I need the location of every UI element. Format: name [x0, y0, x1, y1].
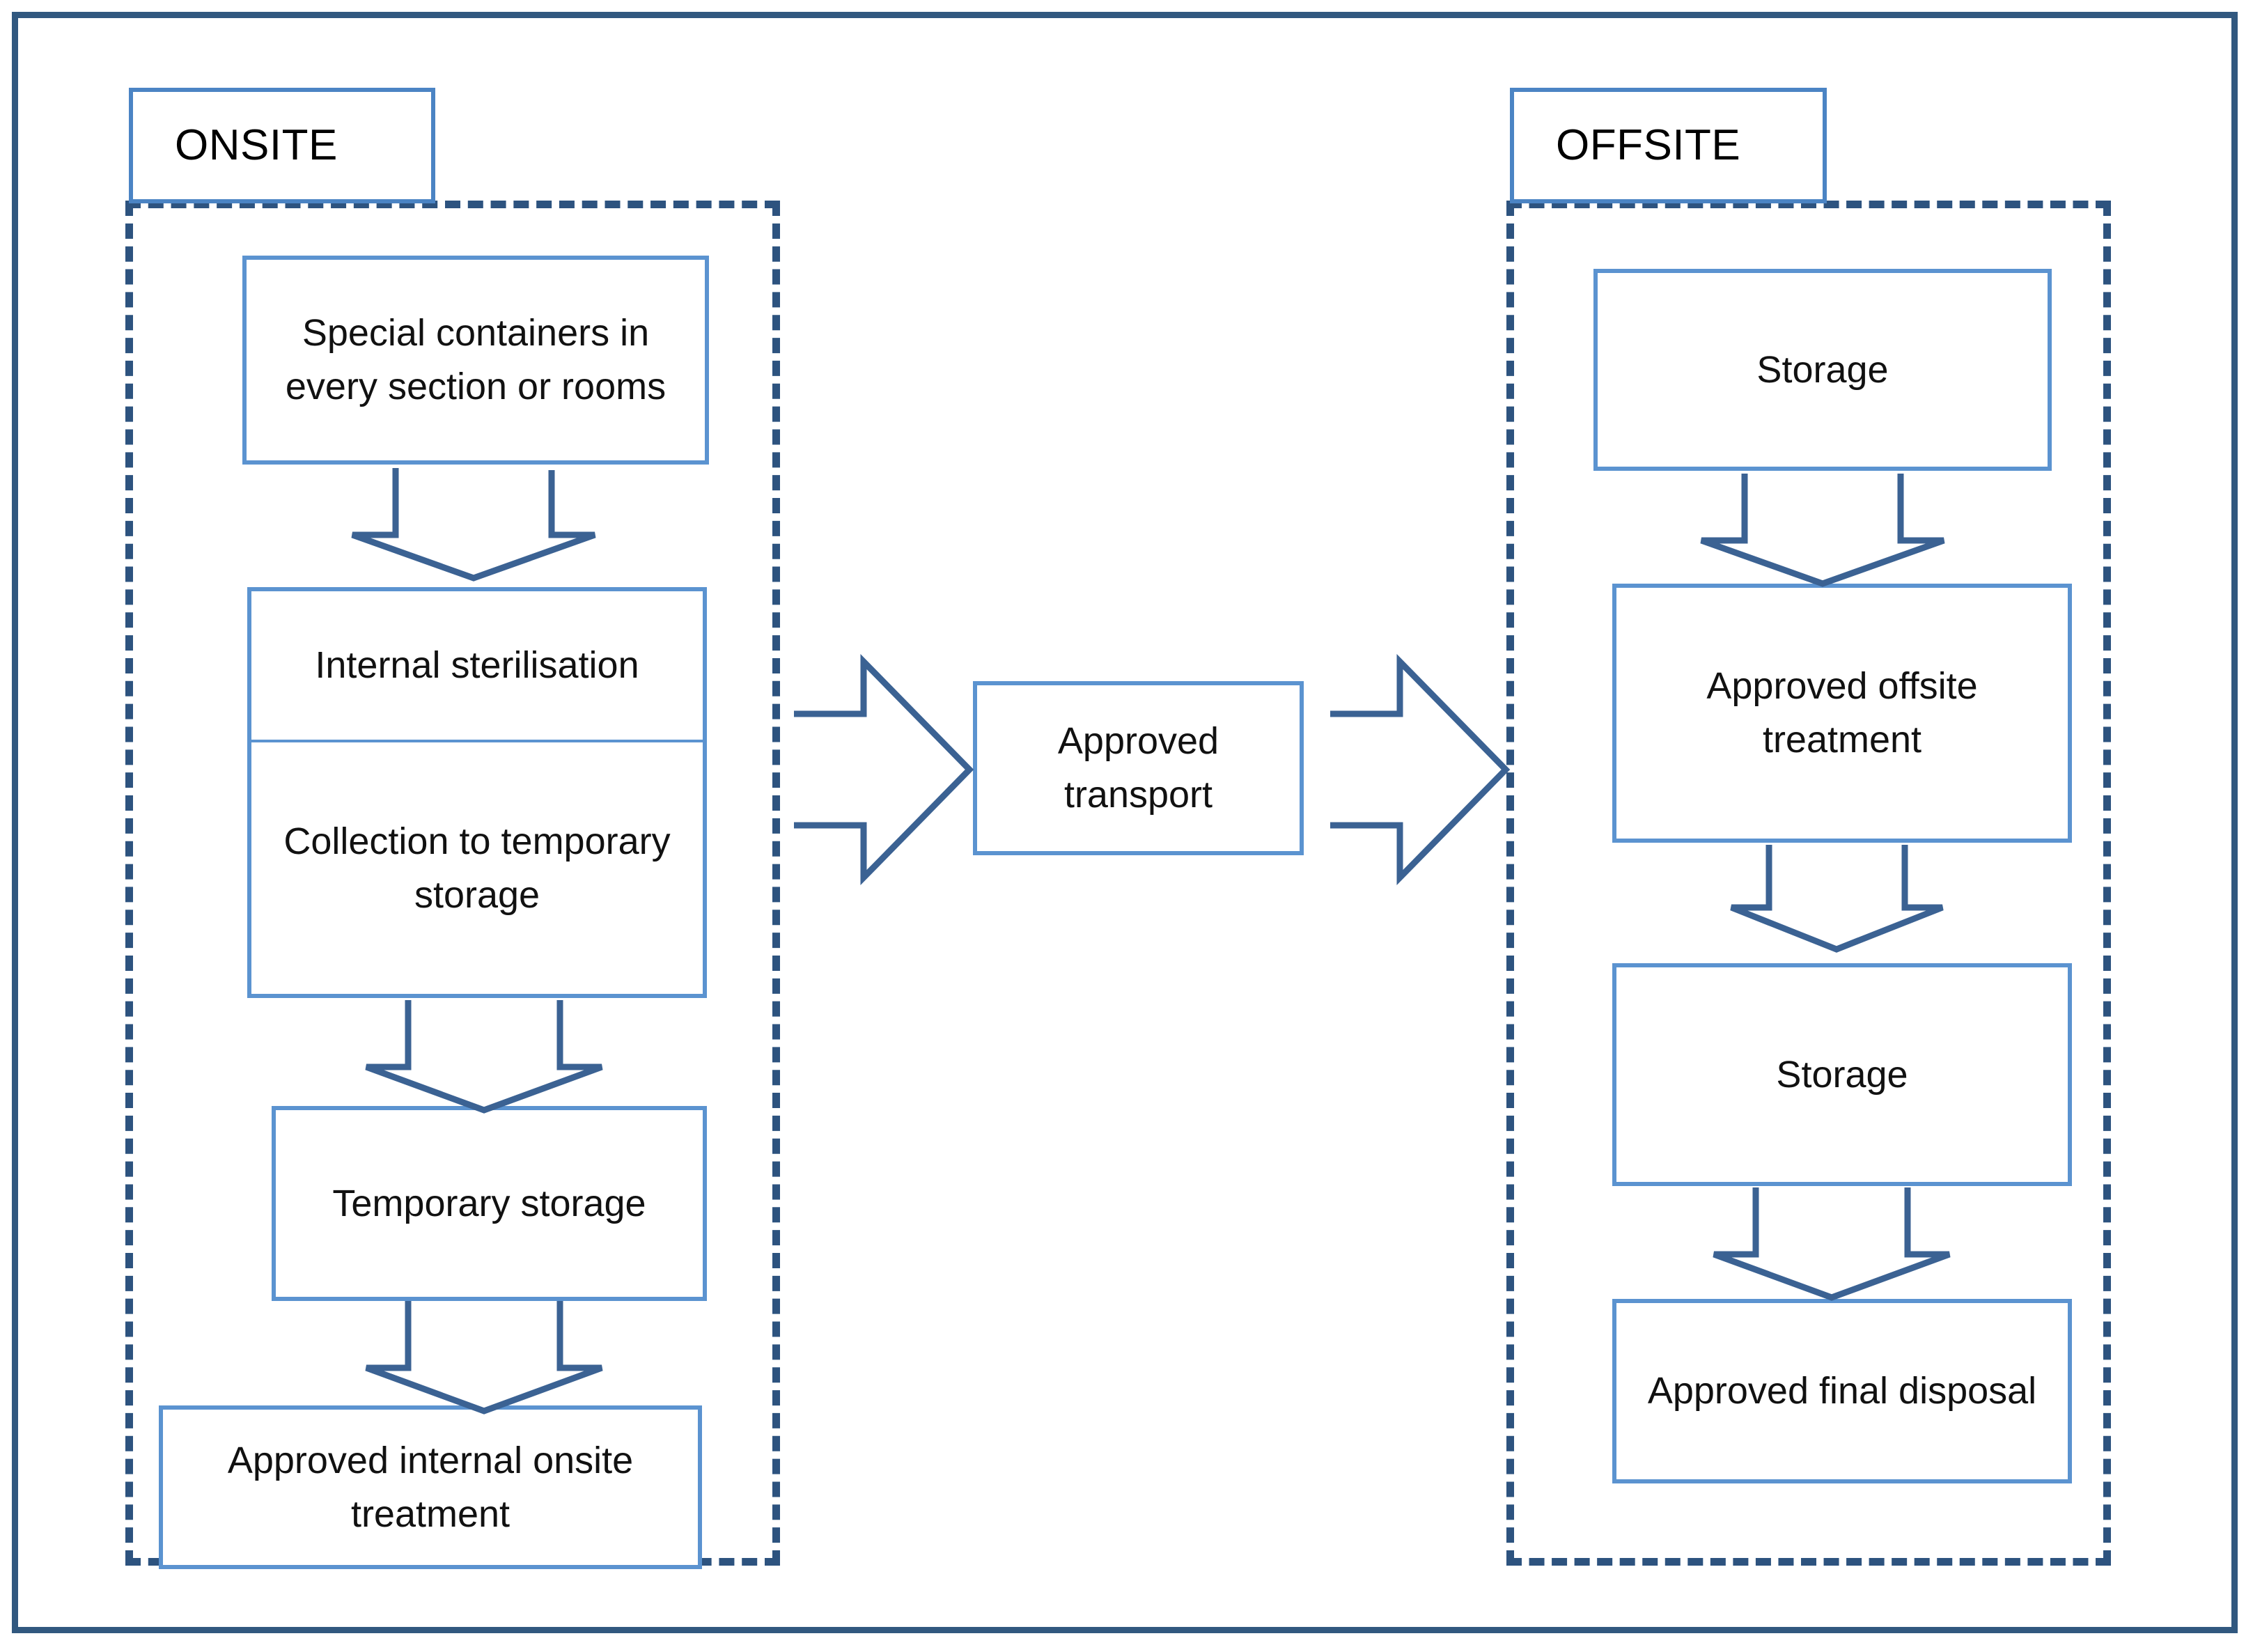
onsite-step-temporary-storage-label: Temporary storage [332, 1182, 646, 1224]
onsite-arrow-3 [362, 1301, 606, 1415]
offsite-arrow-2 [1727, 845, 1947, 953]
down-arrow-icon [365, 1301, 603, 1415]
down-arrow-icon [1713, 1187, 1951, 1301]
onsite-step-internal-sterilisation: Internal sterilisation [247, 587, 707, 742]
onsite-step-collection-temporary-storage-label: Collection to temporary storage [283, 820, 671, 916]
onsite-step-internal-sterilisation-label: Internal sterilisation [315, 644, 639, 687]
offsite-group-container [1506, 201, 2111, 1566]
offsite-step-storage-out-label: Storage [1776, 1053, 1908, 1096]
offsite-arrow-3 [1710, 1187, 1954, 1301]
onsite-tab-label: ONSITE [175, 121, 338, 169]
onsite-step-approved-internal-onsite-treatment: Approved internal onsite treatment [159, 1405, 702, 1569]
offsite-step-approved-final-disposal-label: Approved final disposal [1647, 1370, 2037, 1412]
right-arrow-icon [1330, 653, 1511, 886]
down-arrow-icon [1700, 474, 1945, 587]
transport-box: Approved transport [973, 681, 1304, 855]
onsite-step-temporary-storage: Temporary storage [272, 1106, 707, 1301]
transport-box-label: Approved transport [1057, 720, 1219, 816]
onsite-step-special-containers: Special containers in every section or r… [242, 256, 709, 465]
offsite-tab: OFFSITE [1510, 88, 1827, 203]
down-arrow-icon [365, 1000, 603, 1114]
transport-arrow-in [794, 653, 975, 886]
offsite-step-approved-offsite-treatment-label: Approved offsite treatment [1706, 665, 1978, 761]
down-arrow-icon [351, 468, 596, 582]
right-arrow-icon [794, 653, 974, 886]
onsite-step-special-containers-label: Special containers in every section or r… [285, 312, 666, 407]
onsite-arrow-2 [362, 1000, 606, 1114]
onsite-arrow-1 [348, 468, 599, 582]
offsite-step-storage-in-label: Storage [1756, 348, 1889, 391]
offsite-step-storage-out: Storage [1612, 963, 2072, 1186]
offsite-tab-label: OFFSITE [1556, 121, 1741, 169]
transport-arrow-out [1330, 653, 1511, 886]
offsite-step-approved-offsite-treatment: Approved offsite treatment [1612, 584, 2072, 843]
onsite-tab: ONSITE [129, 88, 435, 203]
onsite-step-approved-internal-onsite-treatment-label: Approved internal onsite treatment [227, 1439, 634, 1535]
offsite-step-approved-final-disposal: Approved final disposal [1612, 1299, 2072, 1483]
offsite-step-storage-in: Storage [1593, 269, 2052, 471]
onsite-step-collection-temporary-storage: Collection to temporary storage [247, 740, 707, 998]
down-arrow-icon [1730, 845, 1944, 953]
offsite-arrow-1 [1697, 474, 1948, 587]
